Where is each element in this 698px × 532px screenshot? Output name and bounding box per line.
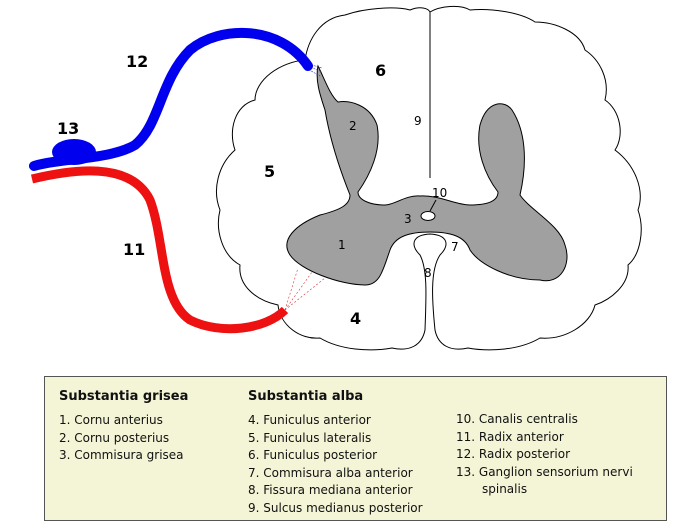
legend-item: 9. Sulcus medianus posterior	[248, 500, 423, 515]
legend-other: 10. Canalis centralis 11. Radix anterior…	[456, 411, 633, 499]
label-1: 1	[338, 238, 346, 252]
label-5: 5	[264, 162, 275, 181]
legend-item: 1. Cornu anterius	[59, 413, 163, 427]
legend-item: 12. Radix posterior	[456, 447, 571, 461]
label-9: 9	[414, 114, 422, 128]
label-13: 13	[57, 119, 79, 138]
ganglion-sensorium	[52, 139, 96, 165]
anterior-root-fibers	[284, 267, 326, 311]
legend-item: 6. Funiculus posterior	[248, 448, 378, 462]
label-10: 10	[432, 186, 447, 200]
legend-item: 11. Radix anterior	[456, 429, 564, 444]
legend-alba: Substantia alba 4. Funiculus anterior 5.…	[248, 389, 423, 517]
central-canal	[420, 211, 436, 221]
legend-item: spinalis	[482, 482, 528, 496]
legend-item: 10. Canalis centralis	[456, 412, 578, 426]
gray-matter	[286, 64, 568, 286]
label-11: 11	[123, 240, 145, 259]
label-12: 12	[126, 52, 148, 71]
legend-item: 7. Commisura alba anterior	[248, 465, 413, 480]
label-2: 2	[349, 119, 357, 133]
legend-item: 2. Cornu posterius	[59, 430, 170, 445]
legend-alba-title: Substantia alba	[248, 389, 364, 404]
spinal-cord-outline	[216, 5, 642, 351]
canal-pointer	[429, 199, 437, 212]
label-6: 6	[375, 61, 386, 80]
label-4: 4	[350, 309, 361, 328]
radix-anterior	[30, 166, 289, 334]
legend-item: 8. Fissura mediana anterior	[248, 483, 413, 497]
legend-item: 4. Funiculus anterior	[248, 413, 371, 427]
legend-item: 13. Ganglion sensorium nervi	[456, 464, 633, 479]
label-8: 8	[424, 266, 432, 280]
label-7: 7	[451, 240, 459, 254]
legend-grisea: Substantia grisea 1. Cornu anterius 2. C…	[59, 389, 188, 465]
posterior-root-fibers	[305, 63, 323, 77]
legend-item: 5. Funiculus lateralis	[248, 430, 372, 445]
legend: Substantia grisea 1. Cornu anterius 2. C…	[44, 376, 667, 521]
label-3: 3	[404, 212, 412, 226]
legend-item: 3. Commisura grisea	[59, 448, 184, 462]
legend-grisea-title: Substantia grisea	[59, 389, 189, 404]
